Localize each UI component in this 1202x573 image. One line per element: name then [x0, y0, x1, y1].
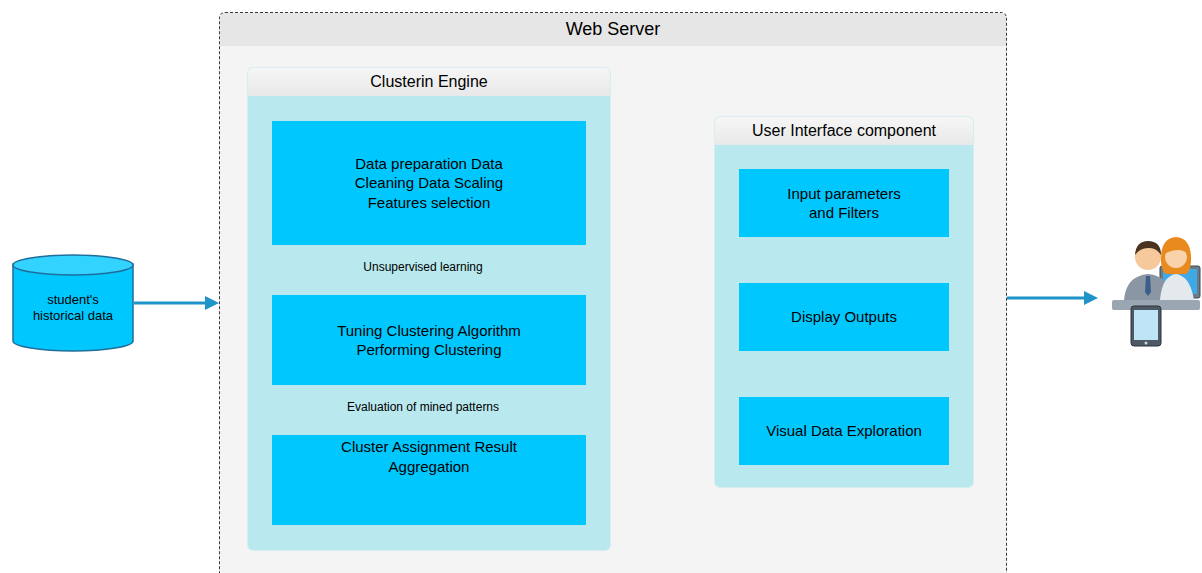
- users-icon: [1112, 237, 1200, 346]
- woman-hair-back: [1161, 237, 1191, 274]
- header-band: Clusterin Engine: [248, 68, 610, 96]
- panel-title: User Interface component: [752, 122, 936, 140]
- edge-label: Unsupervised learning: [360, 260, 485, 274]
- flow-arrow: [134, 302, 205, 305]
- process-box: Tuning Clustering Algorithm Performing C…: [272, 295, 586, 385]
- header-band: User Interface component: [715, 117, 973, 145]
- edge-label: Evaluation of mined patterns: [344, 400, 502, 414]
- man-tie: [1145, 276, 1151, 296]
- tablet-button: [1145, 342, 1148, 345]
- panel-title: Clusterin Engine: [370, 73, 487, 91]
- ui-box: Input parameters and Filters: [739, 169, 949, 237]
- box-label: Cluster Assignment Result Aggregation: [334, 437, 524, 476]
- cylinder-top: [13, 255, 133, 275]
- tablet: [1131, 306, 1161, 346]
- ui-box: Display Outputs: [739, 283, 949, 351]
- cylinder-label: student's historical data: [22, 292, 124, 325]
- box-label: Visual Data Exploration: [766, 421, 922, 441]
- process-box: Cluster Assignment Result Aggregation: [272, 435, 586, 525]
- box-label: Tuning Clustering Algorithm Performing C…: [309, 321, 549, 360]
- man-hair: [1135, 241, 1161, 255]
- header-band: Web Server: [220, 13, 1006, 46]
- boundary-title: Web Server: [566, 19, 661, 40]
- box-label: Display Outputs: [791, 307, 897, 327]
- cylinder-body: [13, 264, 133, 351]
- woman-fringe: [1164, 241, 1188, 254]
- box-label: Data preparation Data Cleaning Data Scal…: [344, 154, 514, 213]
- woman-body: [1160, 274, 1194, 300]
- ui-panel: User Interface componentInput parameters…: [715, 117, 973, 487]
- ui-box: Visual Data Exploration: [739, 397, 949, 465]
- process-box: Data preparation Data Cleaning Data Scal…: [272, 121, 586, 245]
- engine-panel: Clusterin EngineData preparation Data Cl…: [248, 68, 610, 550]
- web-server-boundary: Web ServerClusterin EngineData preparati…: [219, 12, 1007, 573]
- database-cylinder: student's historical data: [12, 254, 134, 352]
- box-label: Input parameters and Filters: [779, 184, 909, 223]
- tablet-screen: [1134, 310, 1158, 340]
